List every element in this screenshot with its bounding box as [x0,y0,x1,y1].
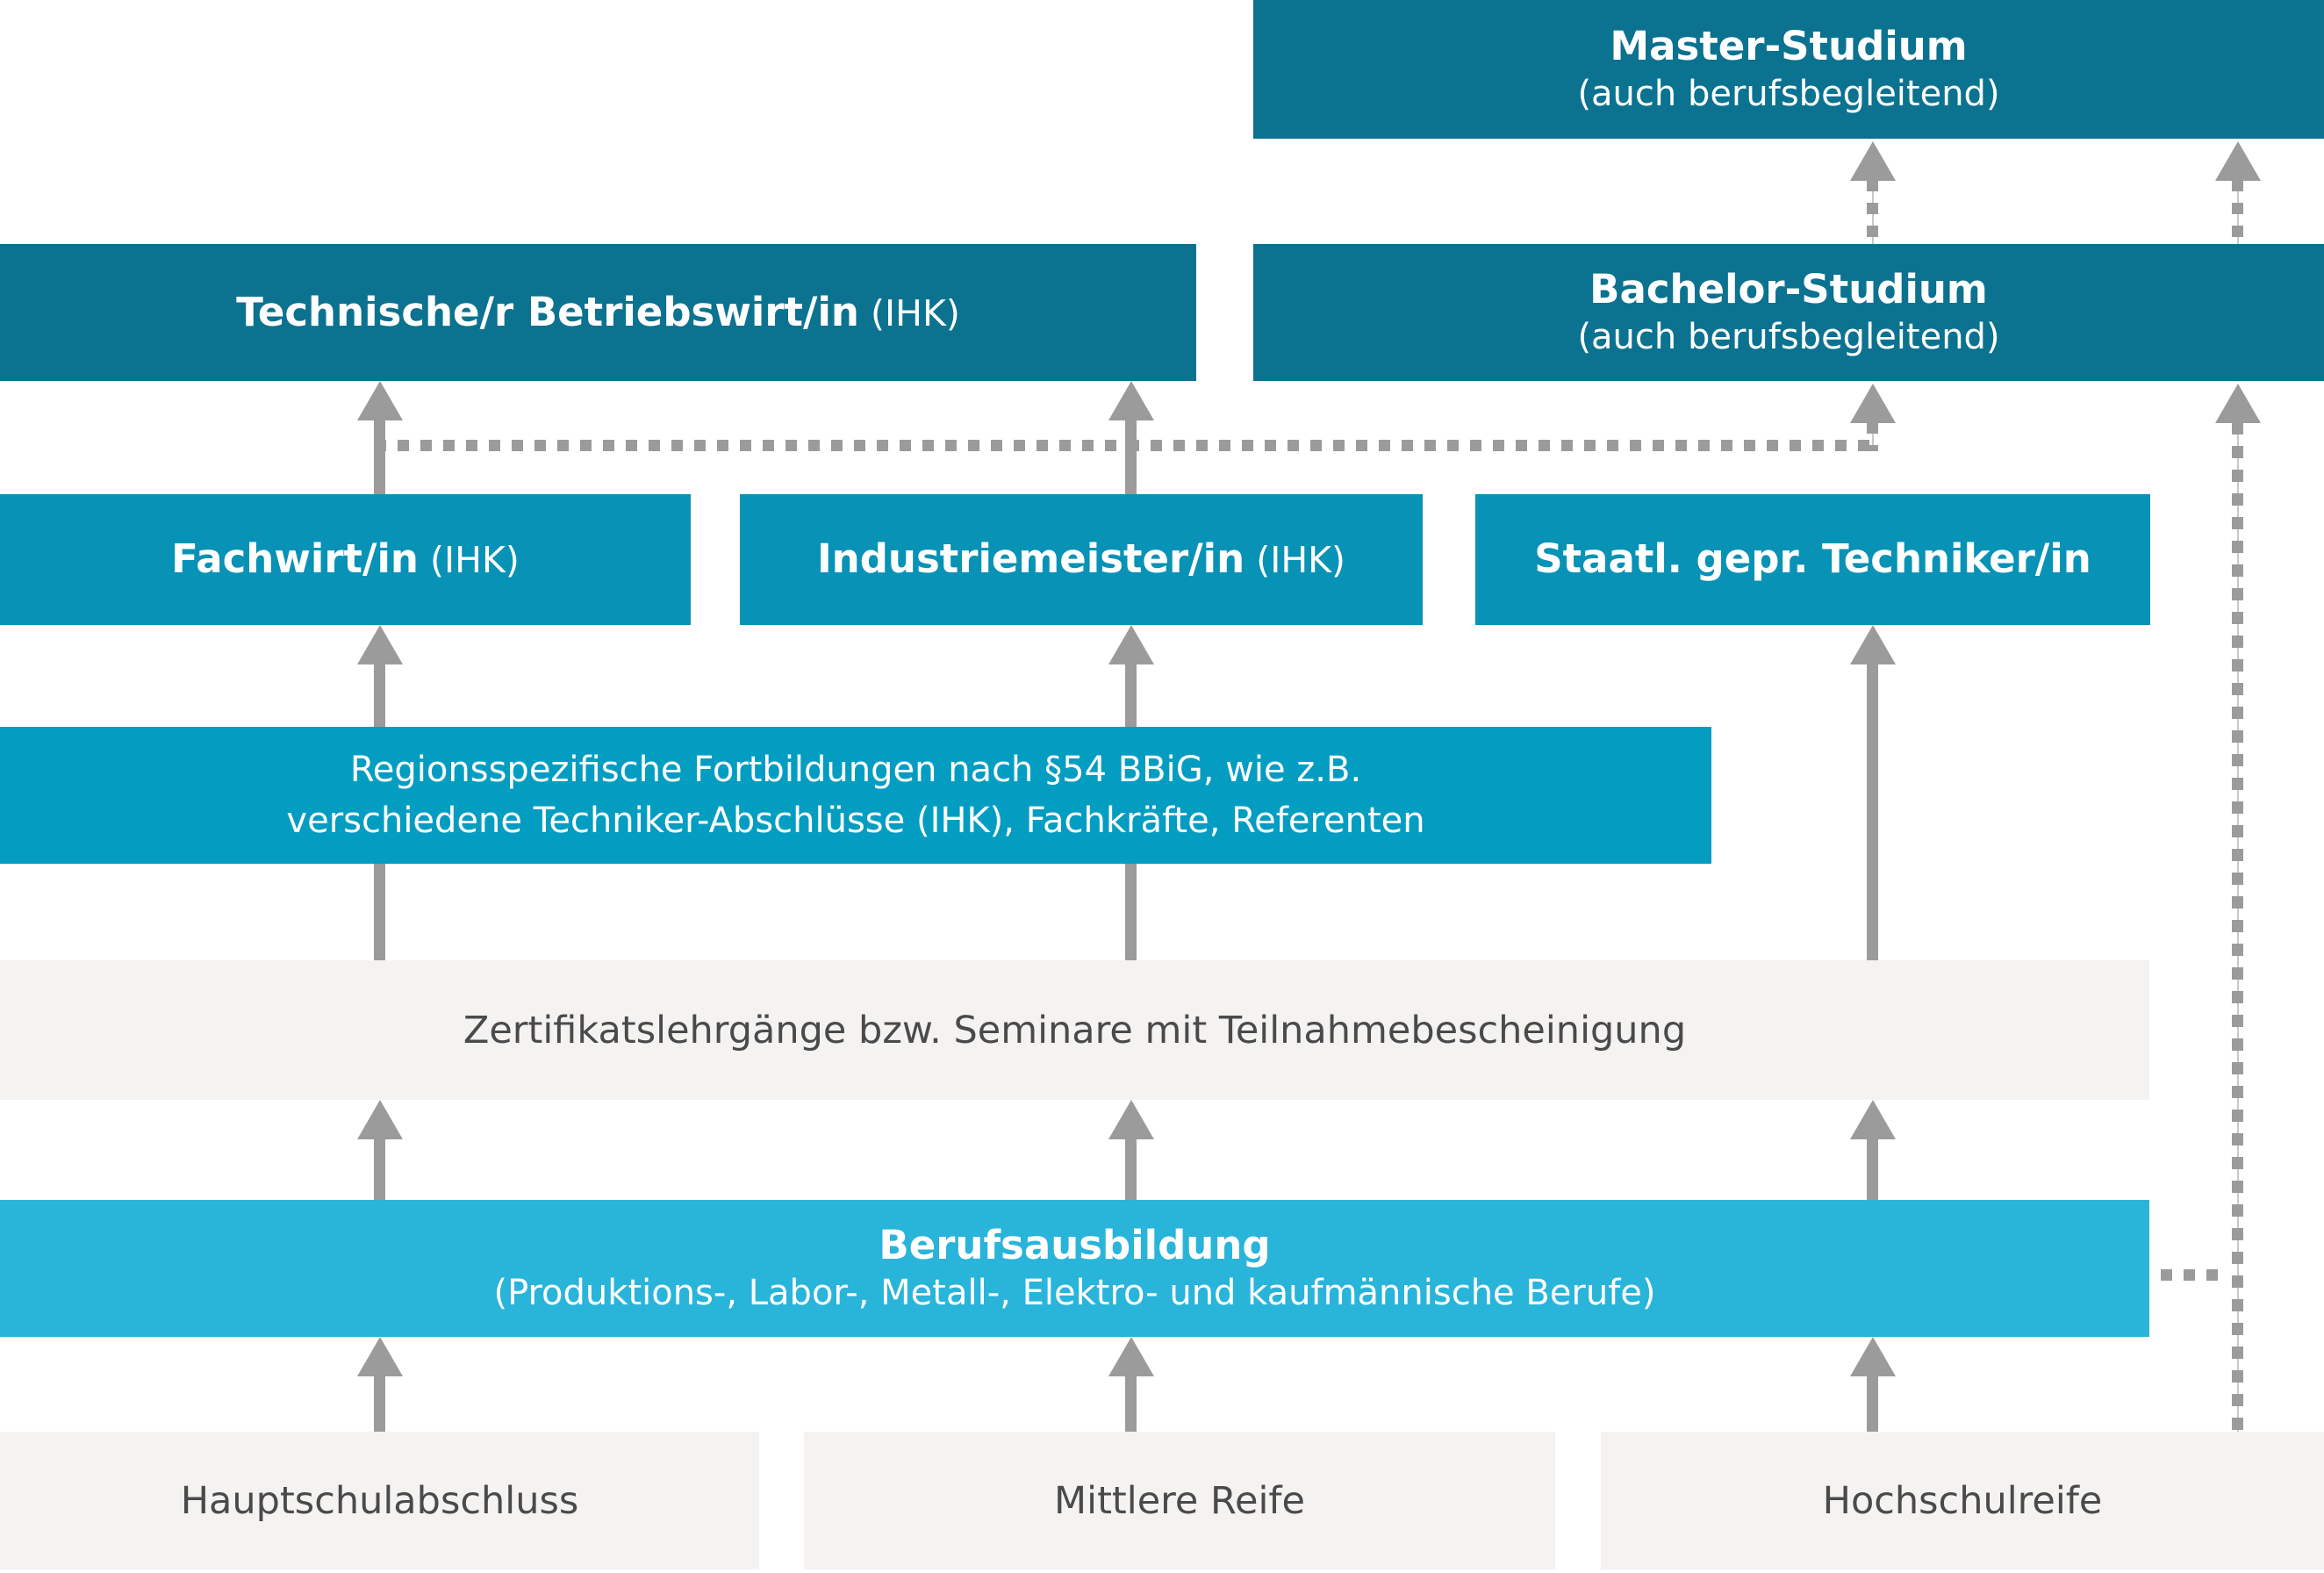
dotted-arrow-into-bachelor [1850,384,1896,451]
box-fortbildungen: Regionsspezifische Fortbildungen nach §5… [0,727,1711,864]
box-subtitle: (auch berufsbegleitend) [1577,317,2000,358]
box-techniker: Staatl. gepr. Techniker/in [1475,494,2150,625]
box-bachelor-studium: Bachelor-Studium (auch berufsbegleitend) [1253,244,2324,381]
box-title: Industriemeister/in(IHK) [816,535,1346,583]
box-title: Mittlere Reife [1054,1478,1305,1523]
arrow-hauptschulabschluss-to-berufsausbildung [357,1337,403,1432]
dashed-stub-berufsausbildung [2161,1269,2224,1281]
box-hochschulreife: Hochschulreife [1601,1432,2324,1569]
arrow-mittlere-reife-to-berufsausbildung [1108,1337,1154,1432]
arrow-hochschulreife-to-berufsausbildung [1850,1337,1896,1432]
box-title: Hauptschulabschluss [180,1478,579,1523]
ihk-suffix: (IHK) [430,539,520,582]
box-fachwirt: Fachwirt/in(IHK) [0,494,691,625]
box-text-line2: verschiedene Techniker-Abschlüsse (IHK),… [286,801,1425,841]
box-text-line1: Regionsspezifische Fortbildungen nach §5… [349,750,1362,790]
box-title: Staatl. gepr. Techniker/in [1534,535,2091,583]
arrow-berufsausbildung-to-zertifikate [1850,1100,1896,1200]
box-title: Zertifikatslehrgänge bzw. Seminare mit T… [463,1008,1687,1052]
box-subtitle: (auch berufsbegleitend) [1577,74,2000,115]
dotted-arrow-bachelor-to-master [1850,141,1896,244]
box-subtitle: (Produktions-, Labor-, Metall-, Elektro-… [493,1273,1656,1314]
dotted-line-row3-to-bachelor [375,440,1879,451]
arrow-industriemeister-to-betriebswirt [1108,381,1154,494]
box-title: Bachelor-Studium [1589,265,1988,312]
box-title: Master-Studium [1610,22,1968,69]
dashed-arrow-hochschulreife-to-bachelor [2215,384,2261,1432]
dotted-arrow-bachelor-to-master [2215,141,2261,244]
box-technischer-betriebswirt: Technische/r Betriebswirt/in(IHK) [0,244,1196,381]
box-berufsausbildung: Berufsausbildung (Produktions-, Labor-, … [0,1200,2149,1337]
box-hauptschulabschluss: Hauptschulabschluss [0,1432,759,1569]
arrow-zertifikate-to-techniker [1850,625,1896,960]
ihk-suffix: (IHK) [1256,539,1346,582]
box-zertifikatslehrgaenge: Zertifikatslehrgänge bzw. Seminare mit T… [0,960,2149,1100]
arrow-berufsausbildung-to-zertifikate [357,1100,403,1200]
box-title: Hochschulreife [1822,1478,2103,1523]
ihk-suffix: (IHK) [871,291,960,334]
box-master-studium: Master-Studium (auch berufsbegleitend) [1253,0,2324,139]
arrow-berufsausbildung-to-zertifikate [1108,1100,1154,1200]
box-title: Berufsausbildung [879,1221,1271,1268]
box-title: Technische/r Betriebswirt/in(IHK) [236,288,960,335]
box-mittlere-reife: Mittlere Reife [804,1432,1555,1569]
arrow-fachwirt-to-betriebswirt [357,381,403,494]
box-title: Fachwirt/in(IHK) [171,535,520,583]
box-industriemeister: Industriemeister/in(IHK) [740,494,1423,625]
